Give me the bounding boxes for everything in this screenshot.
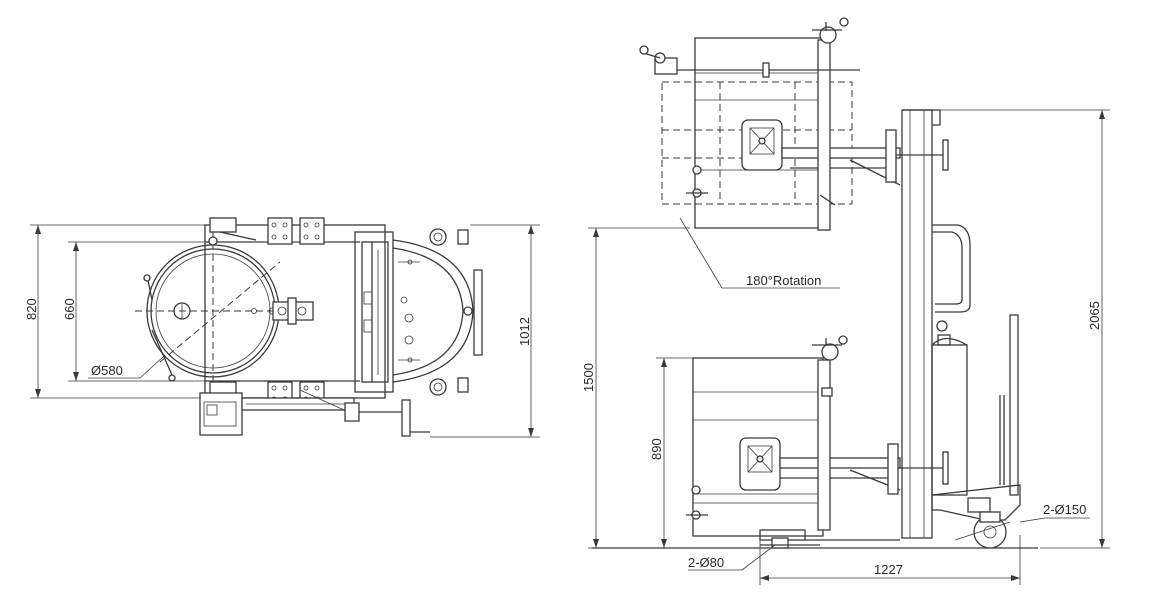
wheel-150-callout: 2-Ø150 — [954, 502, 1090, 541]
dimension-660: 660 — [62, 241, 210, 382]
base-wheels — [759, 484, 1021, 549]
dim-1500-label: 1500 — [581, 363, 596, 392]
carriage-plan — [354, 228, 483, 396]
lower-drum — [686, 335, 949, 537]
dia-580-label: Ø580 — [91, 363, 123, 378]
handle-pole — [999, 314, 1019, 496]
dim-1227-label: 1227 — [874, 562, 903, 577]
dimension-1227: 1227 — [759, 535, 1021, 585]
dim-2065-label: 2065 — [1087, 301, 1102, 330]
dimension-1500: 1500 — [581, 227, 700, 549]
side-lever — [143, 274, 176, 382]
clamp-block — [272, 297, 314, 325]
dimension-890: 890 — [649, 357, 695, 548]
mast — [901, 109, 971, 539]
drum-plan — [135, 232, 290, 390]
dimension-820: 820 — [24, 224, 205, 399]
rotation-callout: 180°Rotation — [679, 217, 840, 289]
wheel-150-label: 2-Ø150 — [1043, 502, 1086, 517]
dim-820-label: 820 — [24, 298, 39, 320]
rotation-label: 180°Rotation — [746, 273, 821, 288]
dim-660-label: 660 — [62, 298, 77, 320]
dim-890-label: 890 — [649, 438, 664, 460]
top-view: 820 660 1012 — [24, 217, 540, 438]
dimension-2065: 2065 — [940, 109, 1110, 549]
dia-580-callout: Ø580 — [88, 356, 164, 379]
dimension-1012: 1012 — [430, 224, 540, 438]
dim-1012-label: 1012 — [517, 317, 532, 346]
bottom-handle — [199, 389, 430, 437]
roller-80-label: 2-Ø80 — [688, 555, 724, 570]
side-view: 1500 890 2065 1227 — [581, 17, 1110, 585]
roller-80-callout: 2-Ø80 — [688, 544, 776, 571]
upper-drum — [639, 17, 949, 231]
